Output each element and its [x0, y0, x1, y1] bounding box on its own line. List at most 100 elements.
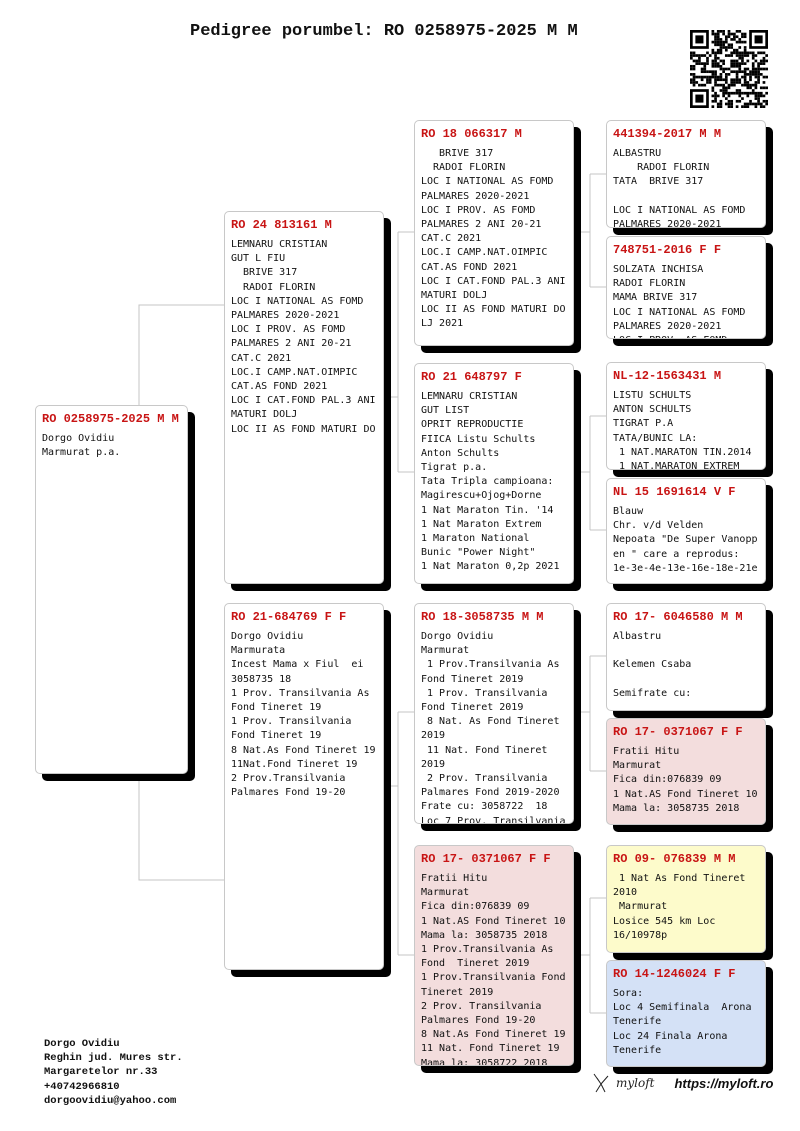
- website-link[interactable]: https://myloft.ro: [674, 1075, 774, 1091]
- qr-module: [757, 75, 760, 79]
- note-line: Bunic "Power Night": [421, 547, 536, 559]
- note-line: Marmurat: [421, 887, 470, 899]
- qr-module: [765, 91, 768, 95]
- qr-module: [741, 62, 744, 65]
- qr-module: [727, 86, 731, 90]
- qr-module: [714, 70, 717, 74]
- note-line: 1 Nat As Fond Tineret: [613, 873, 746, 884]
- note-line: 1 NAT.MARATON TIN.2014: [613, 446, 752, 458]
- qr-module: [762, 99, 766, 103]
- qr-module: [762, 56, 766, 60]
- qr-module: [703, 83, 707, 87]
- ring-number: RO 21-684769 F F: [231, 610, 347, 624]
- qr-module: [703, 67, 707, 71]
- qr-module: [711, 30, 715, 33]
- qr-module: [724, 81, 728, 84]
- qr-module: [743, 40, 747, 44]
- note-line: Fica din:076839 09: [421, 901, 530, 913]
- qr-module: [719, 102, 723, 106]
- owner-address: Dorgo Ovidiu Reghin jud. Mures str. Marg…: [44, 1037, 183, 1108]
- note-line: Marmurat: [421, 645, 470, 657]
- qr-module: [724, 67, 728, 71]
- qr-module: [706, 51, 709, 55]
- qr-module: [716, 38, 720, 41]
- ring-number: NL 15 1691614 V F: [613, 485, 736, 499]
- note-line: 2 Prov. Transilvania: [421, 1000, 542, 1012]
- ring-number: RO 14-1246024 F F: [613, 967, 736, 981]
- qr-module: [735, 51, 739, 55]
- qr-module: [733, 62, 736, 65]
- note-line: CAT.AS FOND 2021: [421, 261, 518, 273]
- qr-module: [719, 83, 723, 87]
- qr-module: [749, 73, 752, 76]
- qr-module: [698, 75, 701, 79]
- note-line: LOC I PROV. AS FOMD: [421, 204, 536, 216]
- qr-module: [727, 91, 731, 95]
- qr-module: [706, 81, 709, 84]
- note-line: LOC I NATIONAL AS FOMD: [231, 295, 364, 307]
- note-line: 8 Nat. As Fond Tineret: [421, 716, 560, 728]
- note-line: Tenerife: [613, 1044, 662, 1056]
- qr-module: [733, 70, 736, 74]
- qr-module: [743, 78, 747, 82]
- qr-module: [714, 83, 717, 87]
- note-line: PALMARES 2020-2021: [613, 320, 722, 332]
- qr-module: [762, 51, 766, 55]
- qr-module: [700, 75, 704, 79]
- ring-number: RO 24 813161 M: [231, 218, 332, 232]
- qr-module: [733, 51, 736, 55]
- qr-module: [714, 97, 717, 100]
- qr-module: [735, 35, 739, 39]
- qr-module: [724, 75, 728, 79]
- qr-module: [714, 35, 717, 39]
- note-line: 1 Prov. Transilvania: [421, 687, 548, 699]
- note-line: 1 Maraton National: [421, 533, 530, 545]
- note-line: Anton Schults: [421, 447, 500, 459]
- qr-module: [757, 67, 760, 71]
- qr-module: [751, 89, 755, 92]
- qr-module: [727, 99, 731, 103]
- qr-module: [751, 91, 755, 95]
- note-line: MAMA BRIVE 317: [613, 292, 698, 304]
- note-line: BRIVE 317: [231, 267, 298, 279]
- qr-module: [690, 56, 693, 60]
- qr-module: [730, 91, 734, 95]
- note-line: Palmares Fond 2019-2020: [421, 787, 560, 799]
- qr-module: [746, 94, 750, 98]
- note-line: Loc 24 Finala Arona: [613, 1030, 728, 1042]
- qr-module: [727, 102, 731, 106]
- note-line: LOC I NATIONAL AS FOMD: [613, 306, 746, 318]
- ring-number: RO 17- 0371067 F F: [613, 725, 743, 739]
- qr-module: [716, 51, 720, 55]
- qr-module: [711, 70, 715, 74]
- qr-module: [751, 73, 755, 76]
- qr-module: [730, 64, 734, 68]
- note-line: Palmares Fond 19-20: [421, 1015, 536, 1027]
- qr-module: [722, 32, 725, 36]
- qr-module: [751, 56, 755, 60]
- qr-module: [733, 91, 736, 95]
- qr-module: [711, 89, 715, 92]
- qr-module: [749, 75, 752, 79]
- qr-module: [746, 67, 750, 71]
- note-line: Tenerife: [613, 1016, 662, 1028]
- qr-module: [743, 70, 747, 74]
- note-line: 11Nat.Fond Tineret 19: [231, 758, 358, 770]
- qr-module: [757, 99, 760, 103]
